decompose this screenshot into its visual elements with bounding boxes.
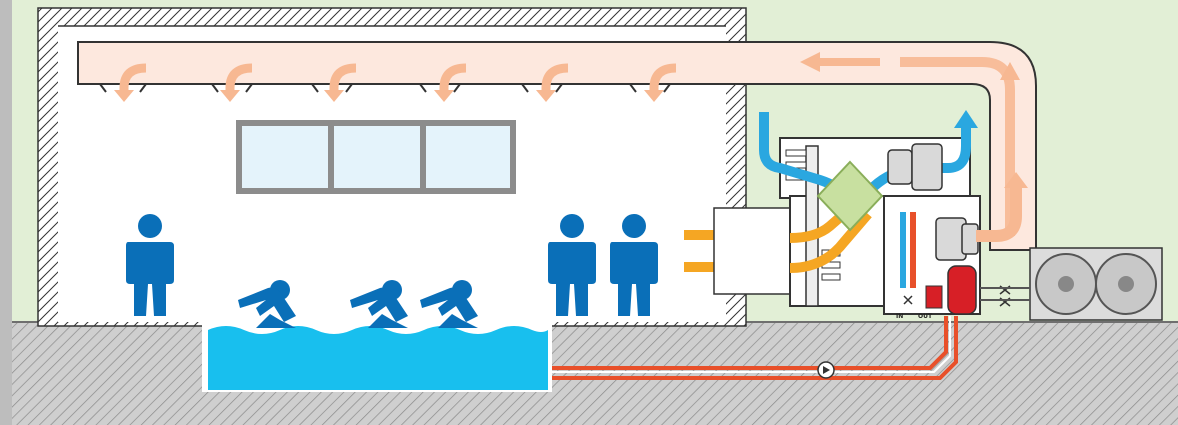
diffusers	[99, 83, 671, 93]
left-border	[0, 0, 12, 425]
outdoor-unit	[1029, 247, 1163, 321]
condenser-coil	[910, 212, 916, 288]
pool-water-pipes	[552, 316, 958, 380]
extract-to-exchanger	[789, 208, 872, 273]
pool-water	[208, 326, 548, 390]
valve-icon	[903, 285, 1011, 307]
heat-exchanger	[816, 160, 884, 232]
exhaust-arrow-head	[954, 110, 978, 128]
pump-icon	[817, 361, 835, 379]
ground	[0, 322, 1178, 425]
supply-riser-head	[1004, 172, 1028, 188]
label-out: OUT	[918, 313, 933, 320]
heating-coil	[900, 212, 906, 288]
expansion-valve	[925, 285, 943, 309]
outdoor-lines	[980, 287, 1030, 301]
duct-flow-arrows	[800, 52, 880, 72]
duct-up-arrow	[1000, 62, 1020, 80]
window	[236, 120, 516, 194]
duct-bend-arrow	[900, 57, 1015, 236]
supply-air-riser	[976, 184, 1022, 242]
compressor-icon	[947, 265, 977, 315]
label-in: IN	[896, 313, 903, 320]
